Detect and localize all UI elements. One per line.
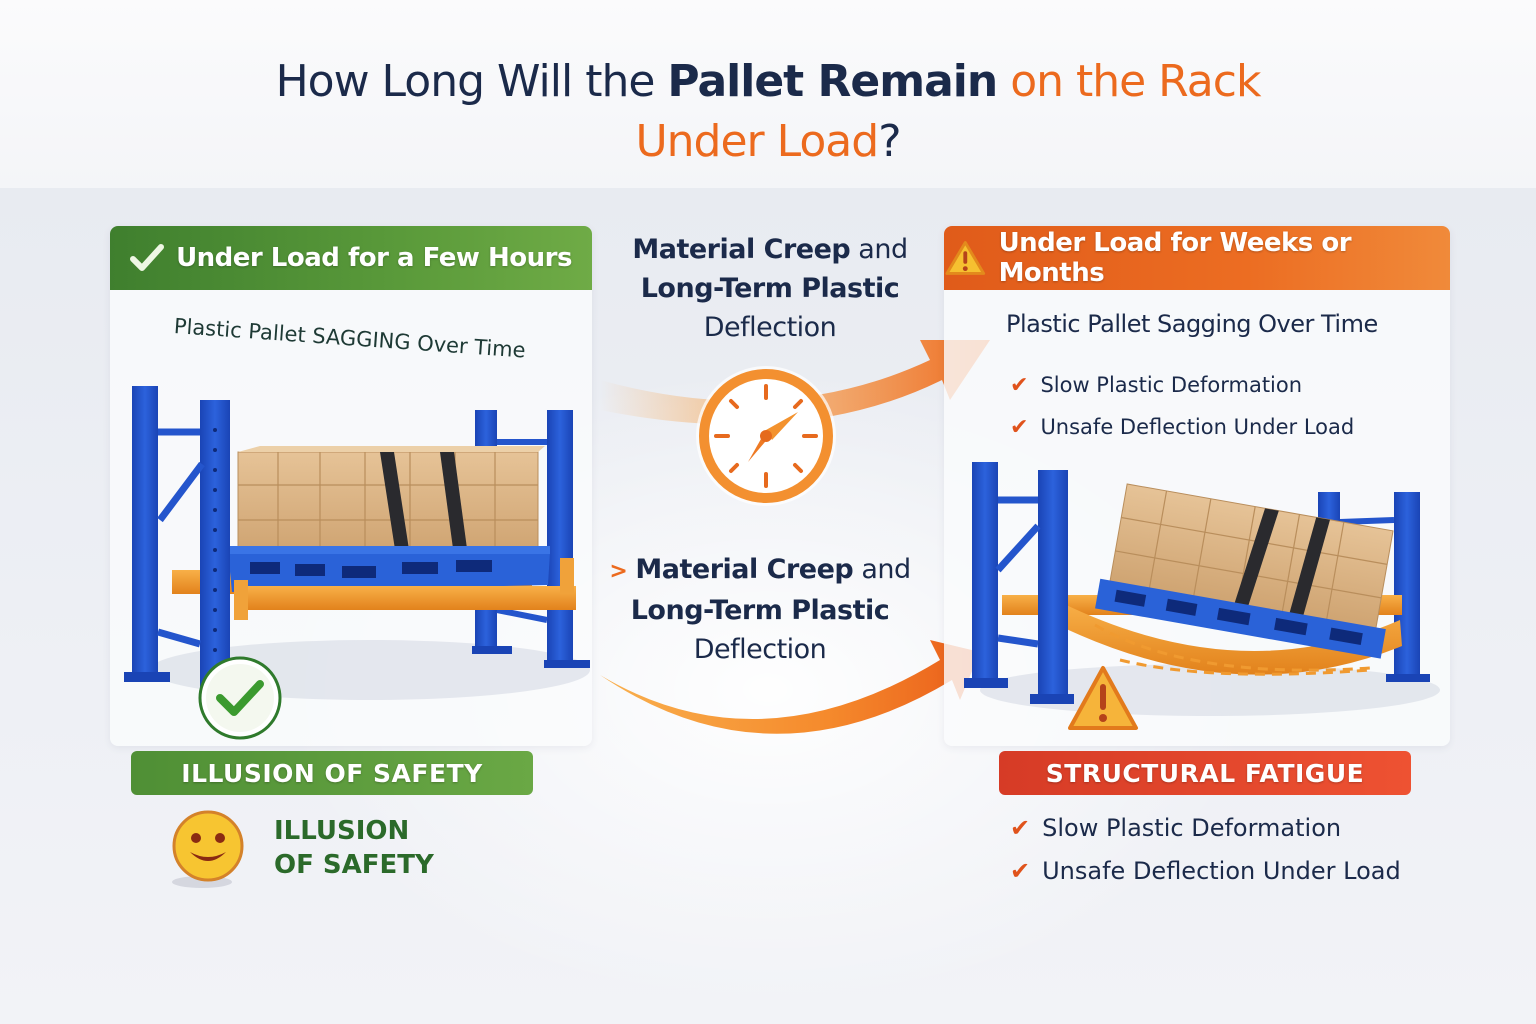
list-item-label: Slow Plastic Deformation — [1042, 813, 1342, 842]
caption-line-3: Deflection — [693, 634, 827, 665]
caption-line-1: ILLUSION — [274, 816, 410, 846]
list-item: ✔ Slow Plastic Deformation — [1010, 806, 1401, 849]
time-progression-arrows — [600, 340, 990, 734]
list-item-label: Unsafe Deflection Under Load — [1040, 415, 1355, 439]
list-item: ✔ Slow Plastic Deformation — [1010, 364, 1354, 406]
smiley-face-icon — [172, 810, 244, 888]
title-segment-orange: on the Rack — [997, 56, 1261, 107]
caption-bold: Material Creep — [635, 554, 854, 585]
check-icon — [130, 244, 165, 271]
illusion-of-safety-badge-label: ILLUSION OF SAFETY — [181, 758, 483, 788]
long-term-header-label: Under Load for Weeks or Months — [998, 228, 1352, 288]
structural-fatigue-badge: STRUCTURAL FATIGUE — [999, 751, 1411, 795]
title-question-mark: ? — [878, 116, 901, 167]
title-segment: How Long Will the — [275, 56, 668, 107]
list-item: ✔ Unsafe Deflection Under Load — [1010, 406, 1354, 448]
caption-line-3: Deflection — [703, 312, 837, 343]
caption-bold: Material Creep — [632, 234, 851, 265]
check-icon: ✔ — [1010, 856, 1031, 885]
caption-normal: and — [853, 554, 911, 585]
fatigue-effects-list: ✔ Slow Plastic Deformation ✔ Unsafe Deflec… — [1010, 806, 1401, 892]
short-term-subtitle: Plastic Pallet SAGGING Over Time — [173, 314, 527, 363]
lower-arrow-icon — [600, 640, 980, 734]
clock-icon — [696, 366, 836, 506]
long-term-header: Under Load for Weeks or Months — [944, 226, 1450, 290]
short-term-header-label: Under Load for a Few Hours — [176, 243, 572, 273]
rack-with-flat-pallet-illustration — [124, 386, 590, 740]
warning-icon — [945, 241, 986, 275]
check-icon: ✔ — [1010, 813, 1031, 842]
illusion-of-safety-caption: ILLUSION OF SAFETY — [274, 814, 434, 882]
title-segment-orange: Under Load — [635, 116, 879, 167]
creep-caption-top: Material Creep and Long-Term Plastic Def… — [600, 230, 940, 347]
title-band — [0, 0, 1536, 188]
list-item: ✔ Unsafe Deflection Under Load — [1010, 849, 1401, 892]
green-check-circle-icon — [198, 656, 282, 740]
list-item-label: Unsafe Deflection Under Load — [1042, 856, 1401, 885]
warning-triangle-icon — [1068, 666, 1138, 730]
smiley-caption-group: ILLUSION OF SAFETY — [168, 808, 434, 888]
rack-with-sagging-pallet-illustration — [964, 462, 1440, 730]
long-term-effects-list: ✔ Slow Plastic Deformation ✔ Unsafe Deflec… — [1010, 364, 1354, 448]
check-icon: ✔ — [1010, 372, 1029, 398]
creep-caption-bottom: > Material Creep and Long-Term Plastic D… — [590, 550, 930, 669]
caption-normal: and — [850, 234, 908, 265]
caption-line-2: OF SAFETY — [274, 850, 434, 880]
upper-arrow-icon — [600, 340, 990, 425]
structural-fatigue-badge-label: STRUCTURAL FATIGUE — [1045, 758, 1365, 788]
caption-line-2: Long-Term Plastic — [640, 273, 900, 304]
list-item-label: Slow Plastic Deformation — [1040, 373, 1303, 397]
illusion-of-safety-badge: ILLUSION OF SAFETY — [131, 751, 533, 795]
page-title: How Long Will the Pallet Remain on the R… — [0, 52, 1536, 172]
title-segment-bold: Pallet Remain — [667, 56, 998, 107]
check-icon: ✔ — [1010, 414, 1029, 440]
caption-line-2: Long-Term Plastic — [630, 595, 890, 626]
short-term-header: Under Load for a Few Hours — [110, 226, 592, 290]
long-term-subtitle: Plastic Pallet Sagging Over Time — [1006, 310, 1378, 338]
chevron-right-icon: > — [609, 559, 628, 584]
